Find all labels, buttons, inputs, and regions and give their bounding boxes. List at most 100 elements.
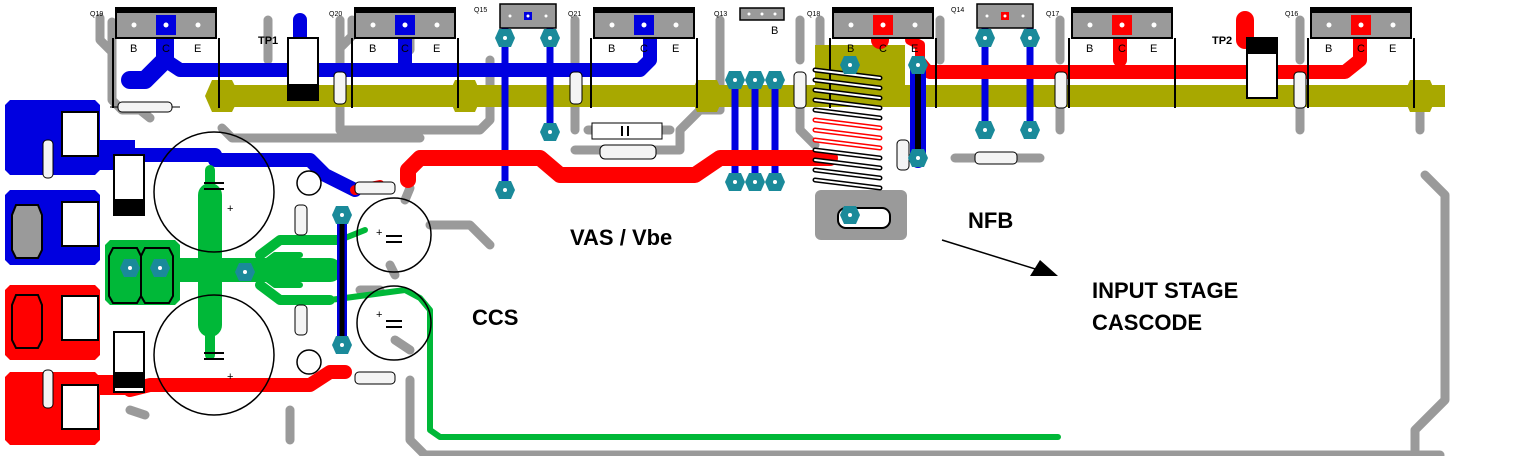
terminal-block[interactable] [61,295,99,430]
via-hole [983,36,987,40]
nfb-arrow [941,239,1058,276]
capacitor-large-bottom[interactable] [153,294,275,416]
capacitor-small[interactable] [591,122,663,140]
transistor-q14[interactable]: Q14 [951,3,1034,29]
resistor[interactable] [294,204,308,236]
led[interactable] [296,170,322,196]
transistor-q20[interactable]: B C E Q20 [329,7,459,108]
leds [296,170,322,375]
resistor[interactable] [110,101,180,113]
resistor[interactable] [793,71,807,109]
pin-label-e: E [433,43,440,55]
via-hole [916,63,920,67]
output-coil [812,57,926,240]
capacitor-large-top[interactable] [153,131,275,253]
cap-symbols [204,182,402,360]
resistor[interactable] [42,369,54,409]
transistor-q15[interactable]: BQ15 [474,3,557,45]
resistor[interactable] [294,304,308,336]
pin-label-c: C [1357,43,1365,55]
capacitor-plus-mark: + [227,203,233,215]
pin-label-e: E [672,43,679,55]
transistor-ref-label: Q14 [951,7,964,14]
pin-label-b: B [608,43,615,55]
big-capacitors [153,131,432,416]
pin-label-e: E [194,43,201,55]
via-hole [773,78,777,82]
vas-label: VAS / Vbe [570,225,672,250]
resistor[interactable] [1054,71,1068,109]
ccs-label: CCS [472,305,518,330]
header-connector[interactable] [11,294,43,349]
via-hole [753,180,757,184]
resistor[interactable] [333,71,347,105]
resistor[interactable] [42,139,54,179]
via-hole [733,180,737,184]
via-hole [340,213,344,217]
transistor-ref-label: Q18 [807,11,820,18]
terminal-block[interactable] [61,111,99,247]
pin-label-c: C [1118,43,1126,55]
pin-label-c: C [401,43,409,55]
resistor[interactable] [354,371,396,385]
transistor-q21[interactable]: B C E Q21 [568,7,698,108]
tp2-label: TP2 [1212,35,1232,47]
pin-label-b: B [771,25,778,37]
capacitor-medium-top[interactable] [356,197,432,273]
pin-label-b: B [1086,43,1093,55]
diode[interactable] [287,37,319,101]
transistor-ref-label: Q20 [329,11,342,18]
diode[interactable] [113,154,145,216]
via-hole [128,266,132,270]
capacitor-plus-mark: + [376,227,382,239]
resistor[interactable] [569,71,583,105]
resistors [42,71,1307,409]
resistor[interactable] [1293,71,1307,109]
via-hole [158,266,162,270]
transistor-q19[interactable]: B C E Q19 [90,7,220,108]
capacitor-medium-bottom[interactable] [356,285,432,361]
via-hole [983,128,987,132]
via-hole [1028,128,1032,132]
pin-label-b: B [130,43,137,55]
via-hole [503,188,507,192]
pin-label-b: B [1325,43,1332,55]
pin-label-e: E [1150,43,1157,55]
transistor-group: BCEQ19BCEQ20BQ15BCEQ21BQ13BCEQ18Q14BCEQ1… [90,3,1415,108]
cascode-label: CASCODE [1092,310,1202,335]
transistor-ref-label: Q15 [474,7,487,14]
via-hole [733,78,737,82]
diode[interactable] [113,331,145,393]
resistor[interactable] [896,139,910,171]
via-hole [243,270,247,274]
transistor-ref-label: Q19 [90,11,103,18]
resistor[interactable] [599,144,657,160]
pin-label-b: B [847,43,854,55]
via-hole [848,63,852,67]
transistor-ref-label: Q21 [568,11,581,18]
resistor[interactable] [354,181,396,195]
via-hole [848,213,852,217]
diodes [113,37,1278,393]
led[interactable] [296,349,322,375]
tp1-label: TP1 [258,35,278,47]
resistor[interactable] [974,151,1018,165]
pin-label-b: B [369,43,376,55]
via-hole [340,343,344,347]
via-hole [503,36,507,40]
pin-label-c: C [640,43,648,55]
header-connector[interactable] [11,204,43,259]
input-stage-label: INPUT STAGE [1092,278,1238,303]
diode[interactable] [1246,37,1278,99]
pin-label-c: C [162,43,170,55]
via-hole [548,36,552,40]
via-hole [916,156,920,160]
coil-windings [812,67,883,191]
pin-label-c: C [879,43,887,55]
via-hole [1028,36,1032,40]
